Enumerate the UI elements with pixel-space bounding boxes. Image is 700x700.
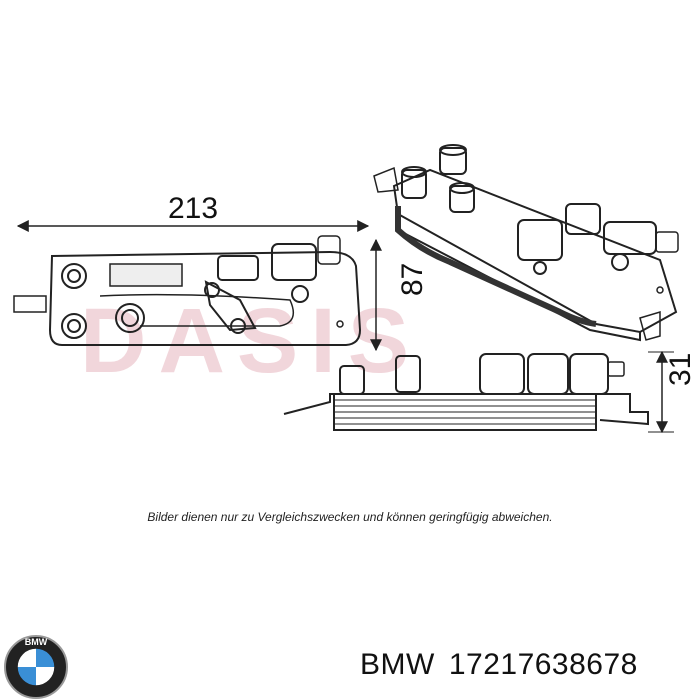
height-label: 87 xyxy=(396,263,429,296)
disclaimer-caption: Bilder dienen nur zu Vergleichszwecken u… xyxy=(147,510,553,524)
part-label: BMW 17217638678 xyxy=(360,648,652,682)
brand-name: BMW xyxy=(360,648,435,681)
thickness-dimension: 31 xyxy=(648,350,697,434)
cooler-side-view xyxy=(283,353,649,431)
cooler-front-view xyxy=(13,235,362,346)
bmw-logo: BMW xyxy=(4,635,68,699)
logo-lettering: BMW xyxy=(25,637,48,647)
thickness-label: 31 xyxy=(664,353,697,386)
height-dimension: 87 xyxy=(370,238,429,352)
width-label: 213 xyxy=(168,192,218,225)
width-dimension: 213 xyxy=(16,192,370,232)
watermark: DASIS xyxy=(80,290,421,392)
part-number: 17217638678 xyxy=(448,648,638,681)
cooler-isometric-view xyxy=(373,144,679,342)
